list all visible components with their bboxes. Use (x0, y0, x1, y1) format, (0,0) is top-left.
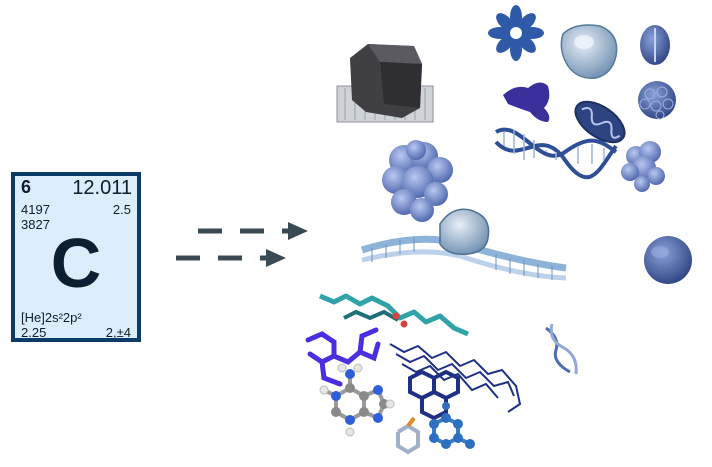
atomic-mass: 12.011 (72, 177, 132, 199)
protein-complex-icon (382, 140, 453, 222)
mitochondrion-icon (574, 100, 626, 144)
cell-blue-icon (644, 236, 692, 284)
melting-point: 3827 (21, 217, 50, 232)
polymer-chain-icon (389, 343, 522, 413)
membrane-protein-icon (336, 44, 434, 123)
dna-protein-complex-icon (360, 208, 567, 281)
arrow-lower (176, 249, 286, 267)
electron-configuration: [He]2s²2p² (21, 310, 82, 325)
lipid-chain-icon (319, 293, 469, 337)
protein-cluster-icon (621, 141, 665, 192)
virus-sphere-icon (638, 81, 676, 120)
protein-glassy-icon (560, 24, 618, 79)
protein-purple-icon (503, 82, 550, 122)
dashed-arrows (176, 222, 308, 267)
dna-small-icon (545, 323, 578, 375)
molecule-purple-icon (305, 327, 381, 387)
boiling-point: 4197 (21, 202, 50, 217)
aromatic-rings-icon (408, 369, 460, 421)
atomic-number: 6 (21, 177, 32, 197)
density: 2.25 (21, 325, 47, 340)
arrow-upper (198, 222, 308, 240)
carbon-element-tile: 6 12.011 4197 2.5 3827 C [He]2s²2p² 2.25… (11, 172, 141, 342)
dna-helix-icon (494, 127, 618, 180)
protein-flower-icon (488, 5, 544, 61)
ball-stick-blue-icon (429, 402, 475, 449)
element-symbol: C (50, 224, 102, 302)
electronegativity: 2.5 (112, 202, 131, 217)
cell-oval-icon (640, 25, 670, 65)
ball-stick-molecule-icon (319, 363, 395, 437)
small-molecule-icon (396, 416, 420, 455)
oxidation-states: 2,±4 (105, 325, 131, 340)
